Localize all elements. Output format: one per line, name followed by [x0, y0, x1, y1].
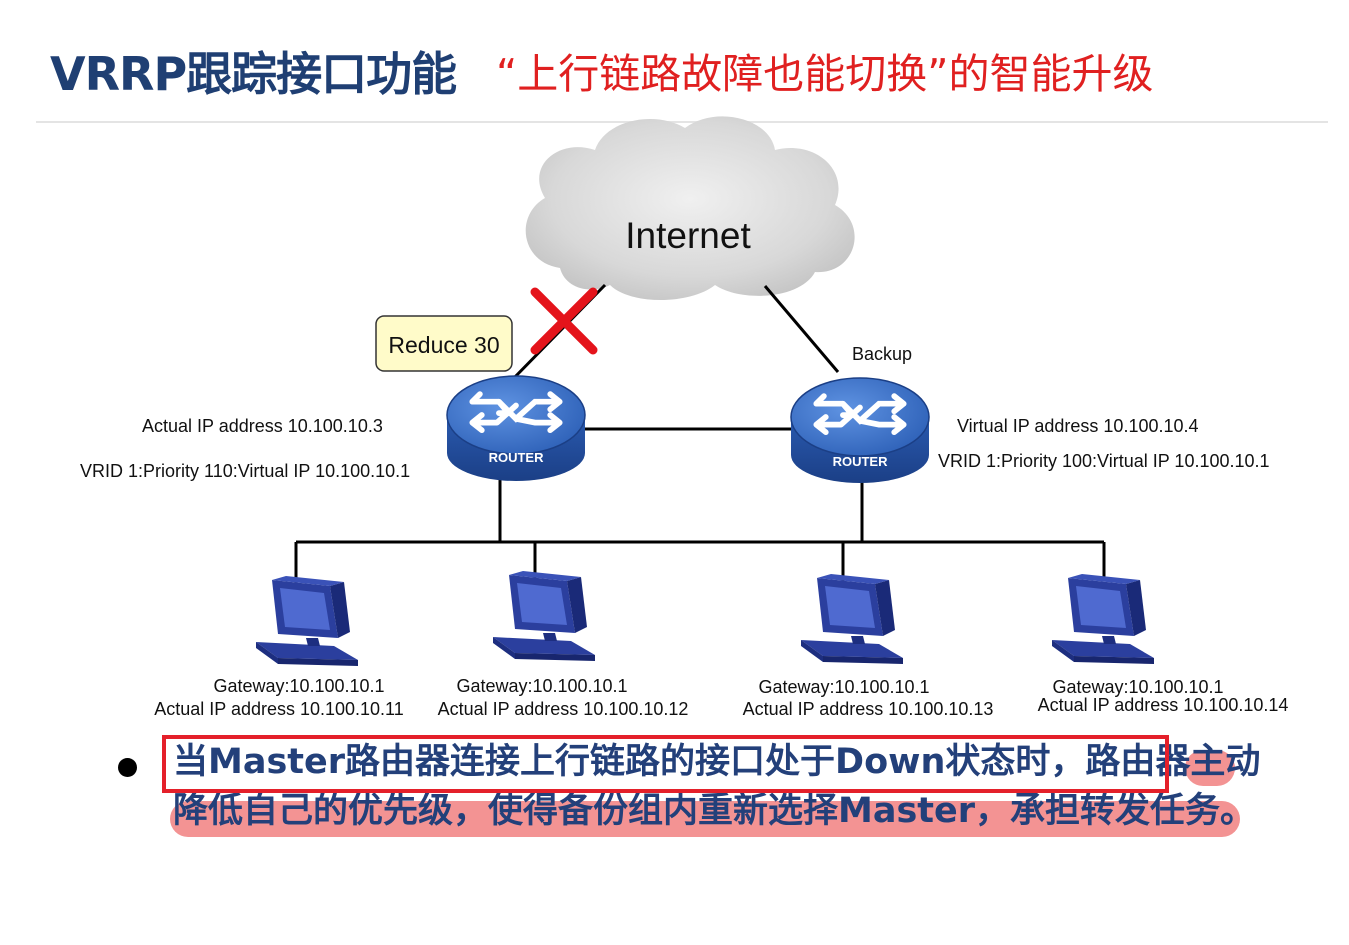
backup-uplink [763, 285, 840, 373]
bullet-text: 当Master路由器连接上行链路的接口处于Down状态时，路由器主动降低自己的优… [173, 738, 1263, 836]
backup-router-text: ROUTER [833, 454, 889, 469]
backup-virtual-ip: Virtual IP address 10.100.10.4 [957, 416, 1199, 436]
host-3-actual-ip: Actual IP address 10.100.10.13 [743, 699, 994, 719]
host-2-actual-ip: Actual IP address 10.100.10.12 [438, 699, 689, 719]
title-divider [36, 121, 1328, 123]
host-3-gateway: Gateway:10.100.10.1 [758, 677, 929, 697]
backup-vrid: VRID 1:Priority 100:Virtual IP 10.100.10… [938, 451, 1270, 471]
highlight-marker-2 [170, 801, 1240, 837]
master-router-icon: ROUTER [446, 375, 586, 481]
reduce-label: Reduce 30 [388, 332, 499, 358]
master-actual-ip: Actual IP address 10.100.10.3 [142, 416, 383, 436]
bullet-part-1: 当Master路由器连接上行链路的接口处于Down状态时， [173, 742, 1086, 782]
page-subtitle: “上行链路故障也能切换”的智能升级 [496, 50, 1154, 98]
backup-label: Backup [852, 344, 912, 364]
highlight-marker-1 [1185, 750, 1235, 786]
link-failure-x-icon [530, 287, 598, 355]
host-4-computer-icon [1052, 574, 1154, 664]
master-vrid: VRID 1:Priority 110:Virtual IP 10.100.10… [80, 461, 410, 481]
backup-router-icon: ROUTER [790, 377, 930, 483]
highlight-box [162, 735, 1169, 793]
bullet-dot [118, 758, 137, 777]
host-2-gateway: Gateway:10.100.10.1 [456, 676, 627, 696]
bullet-part-2: 路由器主动降低自己的优先级，使得备份组内重新选择Master，承担转发任务。 [173, 742, 1261, 831]
internet-cloud [525, 116, 855, 300]
page-title: VRRP跟踪接口功能 [50, 47, 457, 101]
master-router-text: ROUTER [489, 450, 545, 465]
host-1-gateway: Gateway:10.100.10.1 [213, 676, 384, 696]
host-3-computer-icon [801, 574, 903, 664]
host-4-gateway: Gateway:10.100.10.1 [1052, 677, 1223, 697]
host-2-computer-icon [493, 571, 595, 661]
host-4-actual-ip: Actual IP address 10.100.10.14 [1038, 695, 1289, 715]
internet-label: Internet [625, 215, 751, 256]
host-1-actual-ip: Actual IP address 10.100.10.11 [154, 699, 404, 719]
host-1-computer-icon [256, 576, 358, 666]
reduce-callout [375, 315, 513, 372]
